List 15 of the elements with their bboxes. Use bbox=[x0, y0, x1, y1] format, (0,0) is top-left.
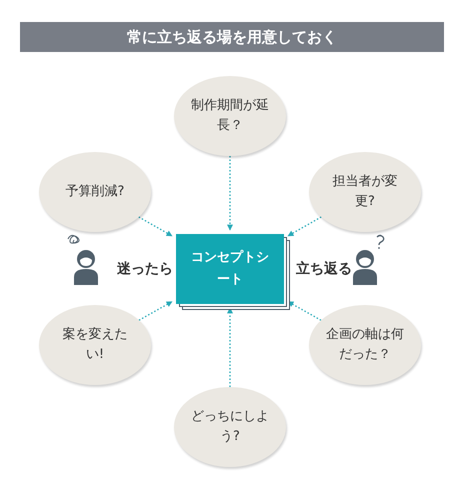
arrow bbox=[138, 301, 173, 321]
question-text: 企画の軸は何だった？ bbox=[326, 326, 404, 364]
arrow bbox=[287, 216, 322, 236]
question-text: 予算削減? bbox=[64, 182, 126, 201]
question-text: どっちにしよう? bbox=[191, 408, 269, 446]
concept-sheet-stack bbox=[176, 234, 290, 310]
arrow bbox=[227, 156, 233, 231]
arrow bbox=[138, 216, 173, 236]
title-banner: 常に立ち返る場を用意しておく bbox=[20, 22, 444, 52]
question-text: 案を変えたい! bbox=[62, 326, 128, 364]
question-text: 担当者が変更? bbox=[332, 172, 398, 211]
side-label: 迷ったら bbox=[117, 260, 173, 278]
question-text: 制作期間が延長？ bbox=[191, 96, 269, 135]
sheet-title: コンセプトシート bbox=[190, 248, 270, 289]
side-label: 立ち返る bbox=[296, 260, 352, 278]
